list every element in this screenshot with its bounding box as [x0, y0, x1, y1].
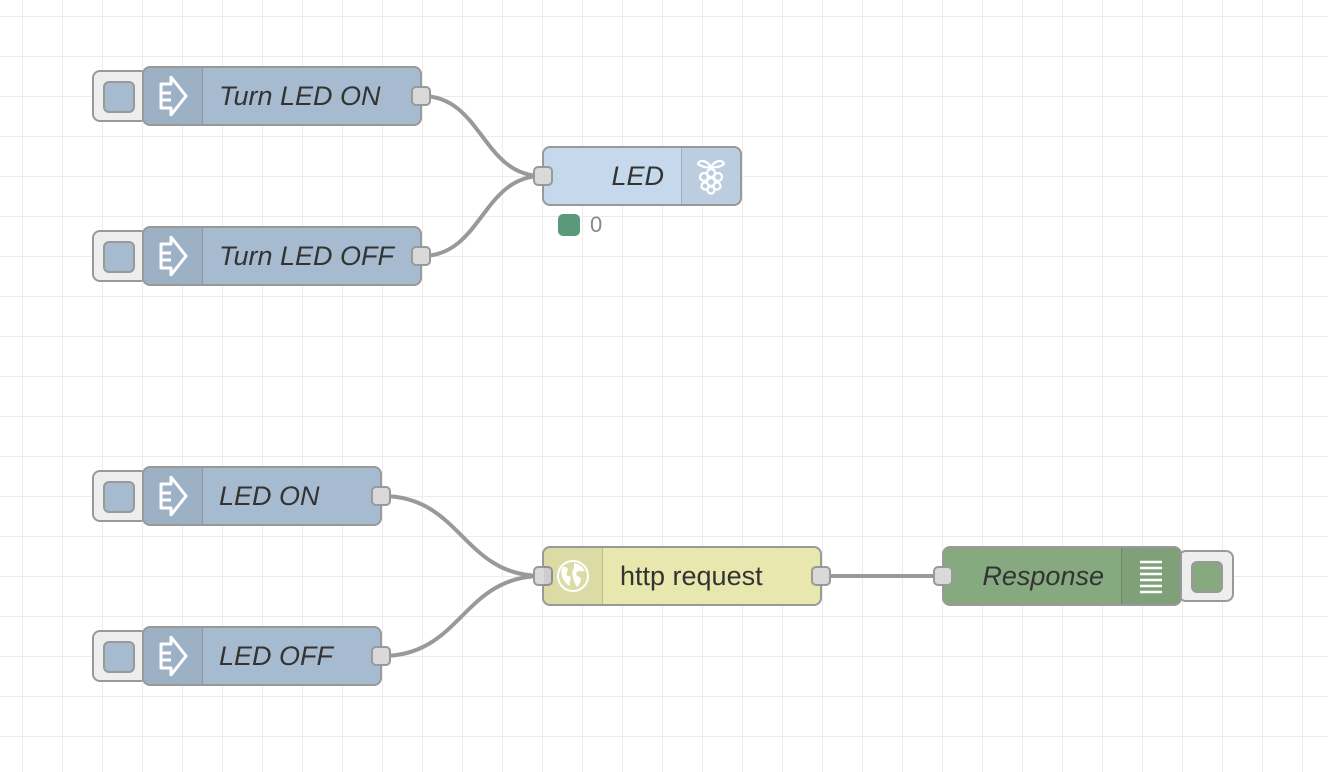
- node-led-on[interactable]: LED ON: [142, 466, 391, 526]
- arrow-in-icon: [144, 628, 203, 684]
- node-label: Turn LED ON: [219, 81, 381, 111]
- wire-turn-off-to-led[interactable]: [420, 174, 544, 258]
- output-port[interactable]: [371, 646, 391, 666]
- input-port[interactable]: [533, 566, 553, 586]
- node-label: LED ON: [219, 481, 320, 511]
- status-text: 0: [590, 212, 603, 237]
- node-label: http request: [620, 561, 763, 591]
- output-port[interactable]: [811, 566, 831, 586]
- node-led[interactable]: LED: [533, 146, 742, 206]
- node-label: Response: [982, 561, 1104, 591]
- output-port[interactable]: [411, 246, 431, 266]
- inject-button-inner[interactable]: [103, 481, 135, 513]
- globe-icon: [544, 548, 603, 604]
- inject-button-led-on[interactable]: [92, 470, 148, 522]
- node-label: LED OFF: [219, 641, 334, 671]
- input-port[interactable]: [933, 566, 953, 586]
- node-turn-led-off[interactable]: Turn LED OFF: [142, 226, 431, 286]
- status-led: 0: [558, 212, 602, 238]
- node-http-request[interactable]: http request: [533, 546, 831, 606]
- arrow-in-icon: [144, 68, 203, 124]
- inject-button-turn-led-off[interactable]: [92, 230, 148, 282]
- output-port[interactable]: [411, 86, 431, 106]
- debug-toggle-response[interactable]: [1178, 550, 1234, 602]
- debug-list-icon: [1121, 548, 1180, 604]
- arrow-in-icon: [144, 468, 203, 524]
- output-port[interactable]: [371, 486, 391, 506]
- inject-button-inner[interactable]: [103, 241, 135, 273]
- inject-button-inner[interactable]: [103, 81, 135, 113]
- node-turn-led-on[interactable]: Turn LED ON: [142, 66, 431, 126]
- wire-led-off-to-http[interactable]: [380, 574, 544, 658]
- debug-toggle-inner[interactable]: [1191, 561, 1223, 593]
- arrow-in-icon: [144, 228, 203, 284]
- node-led-off[interactable]: LED OFF: [142, 626, 391, 686]
- input-port[interactable]: [533, 166, 553, 186]
- node-label: Turn LED OFF: [219, 241, 395, 271]
- raspberry-pi-icon: [681, 148, 740, 204]
- node-response[interactable]: Response: [933, 546, 1182, 606]
- status-dot: [558, 214, 580, 236]
- inject-button-turn-led-on[interactable]: [92, 70, 148, 122]
- inject-button-inner[interactable]: [103, 641, 135, 673]
- wire-turn-on-to-led[interactable]: [420, 94, 544, 178]
- inject-button-led-off[interactable]: [92, 630, 148, 682]
- node-label: LED: [611, 161, 664, 191]
- wire-led-on-to-http[interactable]: [380, 494, 544, 578]
